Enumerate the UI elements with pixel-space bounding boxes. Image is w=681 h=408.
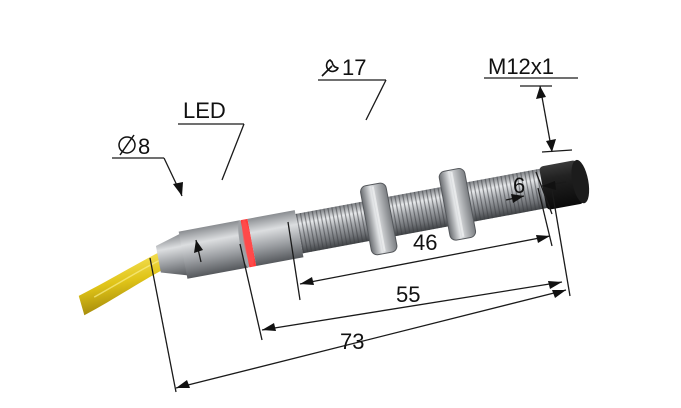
dim-73-label: 73 — [340, 329, 364, 354]
wrench-size-label: 17 — [342, 55, 366, 80]
sensor-body — [78, 159, 590, 316]
dim-46-label: 46 — [413, 230, 437, 255]
diameter-icon — [118, 134, 136, 156]
diameter-label: 8 — [138, 134, 150, 159]
dimension-lines — [112, 77, 578, 393]
led-housing — [247, 210, 304, 267]
led-label: LED — [183, 98, 226, 123]
wrench-icon — [321, 59, 339, 77]
cable-sleeve — [155, 220, 250, 279]
nut-right — [438, 168, 477, 241]
nut-left — [360, 182, 398, 256]
dim-55-label: 55 — [396, 282, 420, 307]
threaded-barrel — [295, 168, 549, 254]
sensor-cap — [539, 159, 590, 210]
dim-6-label: 6 — [513, 173, 525, 198]
thread-label: M12x1 — [488, 54, 554, 79]
